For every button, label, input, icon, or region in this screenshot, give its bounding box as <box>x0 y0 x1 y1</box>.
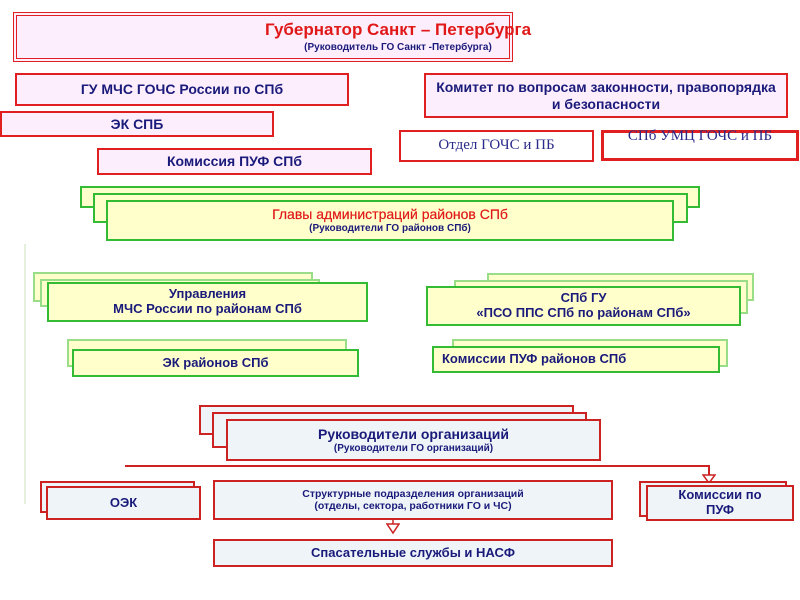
left-guide-line <box>24 244 26 504</box>
district-heads-subtitle: (Руководители ГО районов СПб) <box>309 223 471 235</box>
umc-box: СПб УМЦ ГОЧС и ПБ <box>601 128 799 161</box>
pso-line1: СПб ГУ <box>560 290 607 306</box>
committee-label: Комитет по вопросам законности, правопор… <box>436 79 776 112</box>
governor-box-inner: Губернатор Санкт – Петербурга (Руководит… <box>16 14 780 60</box>
org-heads-subtitle: (Руководители ГО организаций) <box>333 442 494 454</box>
rescue-box: Спасательные службы и НАСФ <box>213 539 613 567</box>
structural-line2: (отделы, сектора, работники ГО и ЧС) <box>314 500 512 512</box>
puf-commissions-label: Комиссии по ПУФ <box>678 487 762 517</box>
ek-spb-box: ЭК СПБ <box>0 111 274 137</box>
mchs-districts-line2: МЧС России по районам СПб <box>113 301 302 316</box>
governor-box <box>13 12 513 62</box>
district-heads-title: Главы администраций районов СПб <box>272 206 508 223</box>
governor-subtitle: (Руководитель ГО Санкт -Петербурга) <box>304 42 492 54</box>
district-heads-box: Главы администраций районов СПб (Руковод… <box>106 200 674 241</box>
puf-commissions-box: Комиссии по ПУФ <box>646 485 794 521</box>
org-heads-box: Руководители организаций (Руководители Г… <box>226 419 601 461</box>
mchs-districts-line1: Управления <box>168 286 247 302</box>
ek-spb-label: ЭК СПБ <box>110 115 164 132</box>
puf-commission-label: Комиссия ПУФ СПб <box>166 153 302 170</box>
ek-districts-label: ЭК районов СПб <box>162 354 269 370</box>
puf-districts-box: Комиссии ПУФ районов СПб <box>432 346 720 373</box>
rescue-label: Спасательные службы и НАСФ <box>311 544 515 560</box>
gochs-dept-label: Отдел ГОЧС и ПБ <box>438 137 555 154</box>
ek-districts-box: ЭК районов СПб <box>72 349 359 377</box>
mchs-districts-box: Управления МЧС России по районам СПб <box>47 282 368 322</box>
oek-box: ОЭК <box>46 486 201 520</box>
puf-commission-box: Комиссия ПУФ СПб <box>97 148 372 175</box>
arrow-down-icon <box>386 519 400 535</box>
gochs-dept-box: Отдел ГОЧС и ПБ <box>399 130 594 162</box>
pso-line2: «ПСО ППС СПб по районам СПб» <box>476 305 691 320</box>
arrow-down-icon <box>702 474 716 484</box>
umc-label: СПб УМЦ ГОЧС и ПБ <box>627 128 773 144</box>
oek-label: ОЭК <box>109 494 138 510</box>
gu-mchs-label: ГУ МЧС ГОЧС России по СПб <box>80 81 284 98</box>
pso-box: СПб ГУ «ПСО ППС СПб по районам СПб» <box>426 286 741 326</box>
puf-districts-label: Комиссии ПУФ районов СПб <box>442 351 627 367</box>
governor-title: Губернатор Санкт – Петербурга <box>264 20 532 40</box>
structural-line1: Структурные подразделения организаций <box>302 487 524 500</box>
gu-mchs-box: ГУ МЧС ГОЧС России по СПб <box>15 73 349 106</box>
structural-box: Структурные подразделения организаций (о… <box>213 480 613 520</box>
org-connector-right-drop <box>708 465 710 477</box>
org-heads-title: Руководители организаций <box>318 425 509 442</box>
committee-box: Комитет по вопросам законности, правопор… <box>424 73 788 118</box>
org-connector-horizontal <box>125 465 710 467</box>
